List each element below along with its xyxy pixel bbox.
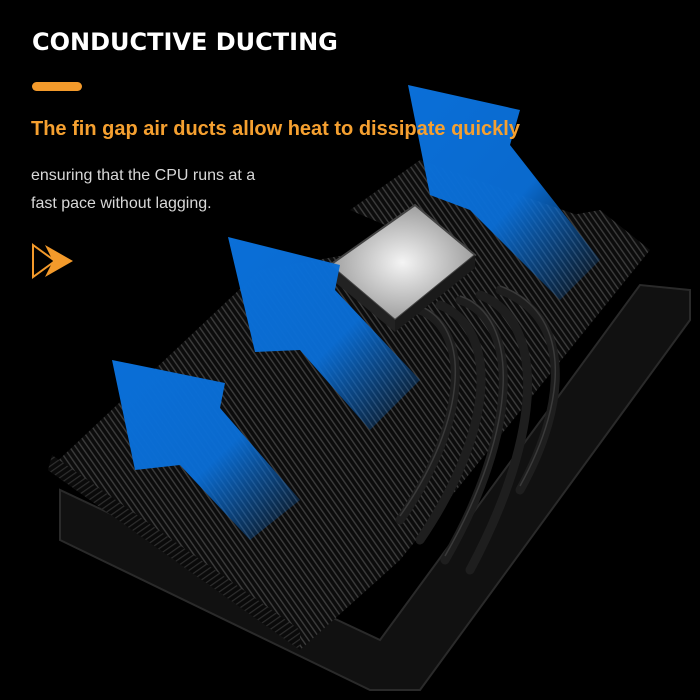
description-line-1: ensuring that the CPU runs at a [31,167,256,184]
airflow-arrow-icon [228,237,420,430]
airflow-arrow-icon [112,360,300,540]
heatsink-fins [48,210,650,650]
feature-headline: The fin gap air ducts allow heat to diss… [31,118,520,140]
page-title: CONDUCTIVE DUCTING [32,28,338,56]
feature-description: ensuring that the CPU runs at a fast pac… [31,162,331,218]
description-line-2: fast pace without lagging. [31,195,212,212]
airflow-arrow-icon [408,85,600,300]
double-play-arrow-icon [32,243,73,279]
accent-bar [32,82,82,91]
